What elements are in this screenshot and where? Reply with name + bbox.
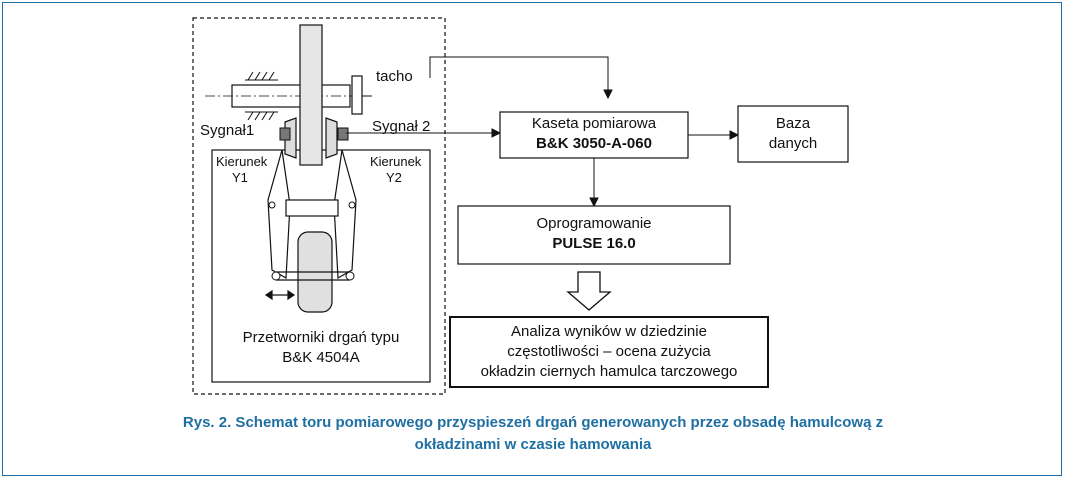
oprogramowanie-label: Oprogramowanie PULSE 16.0 xyxy=(458,214,730,254)
oprogramowanie-box xyxy=(457,205,731,265)
sensor-y1 xyxy=(279,127,291,141)
transducers-line2: B&K 4504A xyxy=(282,349,360,366)
baza-box xyxy=(737,105,849,163)
oprogramowanie-line2: PULSE 16.0 xyxy=(552,235,636,252)
baza-line2: danych xyxy=(768,135,818,152)
pad-right xyxy=(325,117,338,159)
kierunek-y1-label: Kierunek Y1 xyxy=(216,154,267,186)
caption-line1: Rys. 2. Schemat toru pomiarowego przyspi… xyxy=(182,414,884,431)
kierunek-y1-line2: Y1 xyxy=(232,170,248,185)
baza-line1: Baza xyxy=(775,115,811,132)
analiza-line3: okładzin ciernych hamulca tarczowego xyxy=(480,363,738,380)
figure-caption: Rys. 2. Schemat toru pomiarowego przyspi… xyxy=(0,412,1066,456)
double-arrow xyxy=(264,289,296,301)
db-arrow xyxy=(688,130,740,140)
bearing-hatch-top xyxy=(245,71,278,81)
caliper-arm-right xyxy=(333,149,357,280)
kierunek-y2-line2: Y2 xyxy=(386,170,402,185)
crossbar xyxy=(285,199,339,217)
transducers-line1: Przetworniki drgań typu xyxy=(242,329,400,346)
software-arrow xyxy=(589,158,599,208)
caption-line2: okładzinami w czasie hamowania xyxy=(414,436,652,453)
oprogramowanie-line1: Oprogramowanie xyxy=(536,215,652,232)
transducers-label: Przetworniki drgań typu B&K 4504A xyxy=(212,328,430,368)
signal-arrow xyxy=(346,128,502,138)
tacho-arrow xyxy=(429,56,613,100)
bearing-hatch-bottom xyxy=(245,111,278,121)
kaseta-line2: B&K 3050-A-060 xyxy=(536,135,652,152)
dashed-enclosure xyxy=(192,17,446,395)
sensor-y2 xyxy=(337,127,349,141)
kierunek-y1-line1: Kierunek xyxy=(216,154,268,169)
analiza-line1: Analiza wyników w dziedzinie xyxy=(511,323,707,340)
brake-disc xyxy=(299,24,323,166)
hollow-arrow xyxy=(566,271,612,311)
kierunek-y2-line1: Kierunek xyxy=(370,154,422,169)
analiza-line2: częstotliwości – ocena zużycia xyxy=(507,343,711,360)
kaseta-line1: Kaseta pomiarowa xyxy=(531,115,657,132)
analiza-label: Analiza wyników w dziedzinie częstotliwo… xyxy=(450,322,768,382)
sygnal1-label: Sygnał1 xyxy=(200,122,255,139)
sygnal2-label: Sygnał 2 xyxy=(372,118,431,135)
kierunek-y2-label: Kierunek Y2 xyxy=(370,154,421,186)
tacho-sensor xyxy=(351,75,363,115)
analiza-box xyxy=(449,316,769,388)
kaseta-label: Kaseta pomiarowa B&K 3050-A-060 xyxy=(500,114,688,154)
baza-label: Baza danych xyxy=(738,114,848,154)
tacho-label: tacho xyxy=(376,68,413,85)
